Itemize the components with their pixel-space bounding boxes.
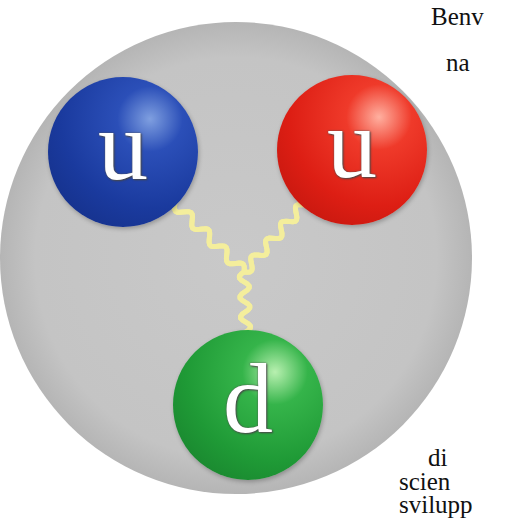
quark-circle: d: [173, 330, 323, 480]
quark-circle: u: [277, 75, 427, 225]
page-text-fragment: scien: [399, 469, 450, 494]
page-text-fragment: di: [428, 445, 447, 470]
page-text-fragment: na: [446, 50, 470, 75]
quark-flavour: u: [98, 96, 148, 196]
quark-flavour: u: [327, 94, 377, 194]
proton-circle: [0, 22, 472, 494]
page-text-fragment: Benv: [431, 4, 484, 29]
quark-flavour: d: [223, 349, 273, 449]
quark-circle: u: [48, 77, 198, 227]
page-text-fragment: svilupp: [399, 492, 473, 517]
gluon-line: [239, 204, 303, 332]
gluon-line: [175, 203, 251, 332]
